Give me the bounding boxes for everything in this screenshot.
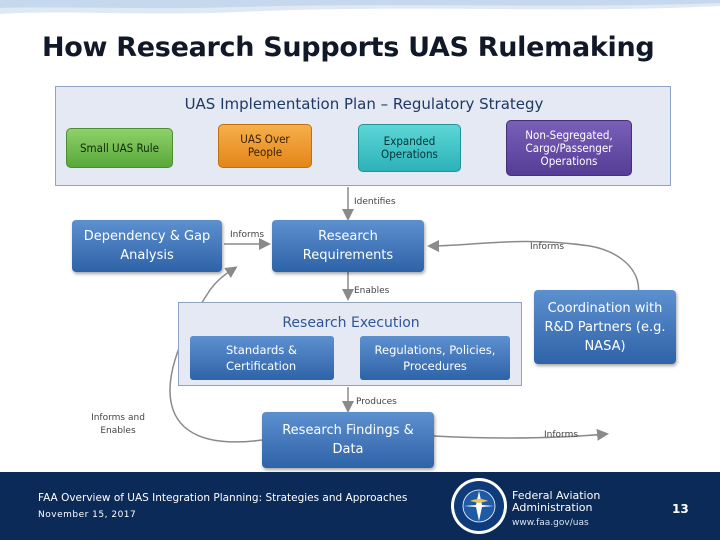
label-produces: Produces	[356, 397, 397, 407]
strategy-title: UAS Implementation Plan – Regulatory Str…	[184, 95, 544, 113]
footer-date: November 15, 2017	[38, 510, 137, 520]
coordination-rd-partners-box: Coordination with R&D Partners (e.g. NAS…	[534, 290, 676, 364]
expanded-operations-box: Expanded Operations	[358, 124, 461, 172]
research-execution-title: Research Execution	[282, 315, 420, 331]
uas-over-people-box: UAS Over People	[218, 124, 312, 168]
research-findings-box: Research Findings & Data	[262, 412, 434, 468]
standards-certification-box: Standards & Certification	[190, 336, 334, 380]
faa-seal-logo	[451, 478, 507, 534]
regulations-policies-box: Regulations, Policies, Procedures	[360, 336, 510, 380]
non-segregated-operations-box: Non-Segregated, Cargo/Passenger Operatio…	[506, 120, 632, 176]
agency-line2: Administration	[512, 501, 593, 514]
label-informs-left: Informs	[230, 230, 265, 240]
label-identifies: Identifies	[354, 197, 396, 207]
research-requirements-box: Research Requirements	[272, 220, 424, 272]
label-informs-right: Informs	[530, 242, 565, 252]
footer-bar: FAA Overview of UAS Integration Planning…	[0, 472, 720, 540]
label-informs-bottom: Informs	[544, 430, 579, 440]
page-number: 13	[672, 502, 689, 516]
top-decoration	[0, 0, 720, 14]
label-enables: Enables	[354, 286, 390, 296]
dependency-gap-analysis-box: Dependency & Gap Analysis	[72, 220, 222, 272]
page-title: How Research Supports UAS Rulemaking	[42, 32, 655, 63]
label-informs-and-enables: Informs and Enables	[91, 413, 145, 436]
footer-title: FAA Overview of UAS Integration Planning…	[38, 492, 408, 504]
agency-name: Federal Aviation Administration	[512, 490, 600, 514]
small-uas-rule-box: Small UAS Rule	[66, 128, 173, 168]
agency-line1: Federal Aviation	[512, 489, 601, 502]
footer-url[interactable]: www.faa.gov/uas	[512, 518, 589, 528]
arrow-informs-bottom	[433, 428, 609, 441]
